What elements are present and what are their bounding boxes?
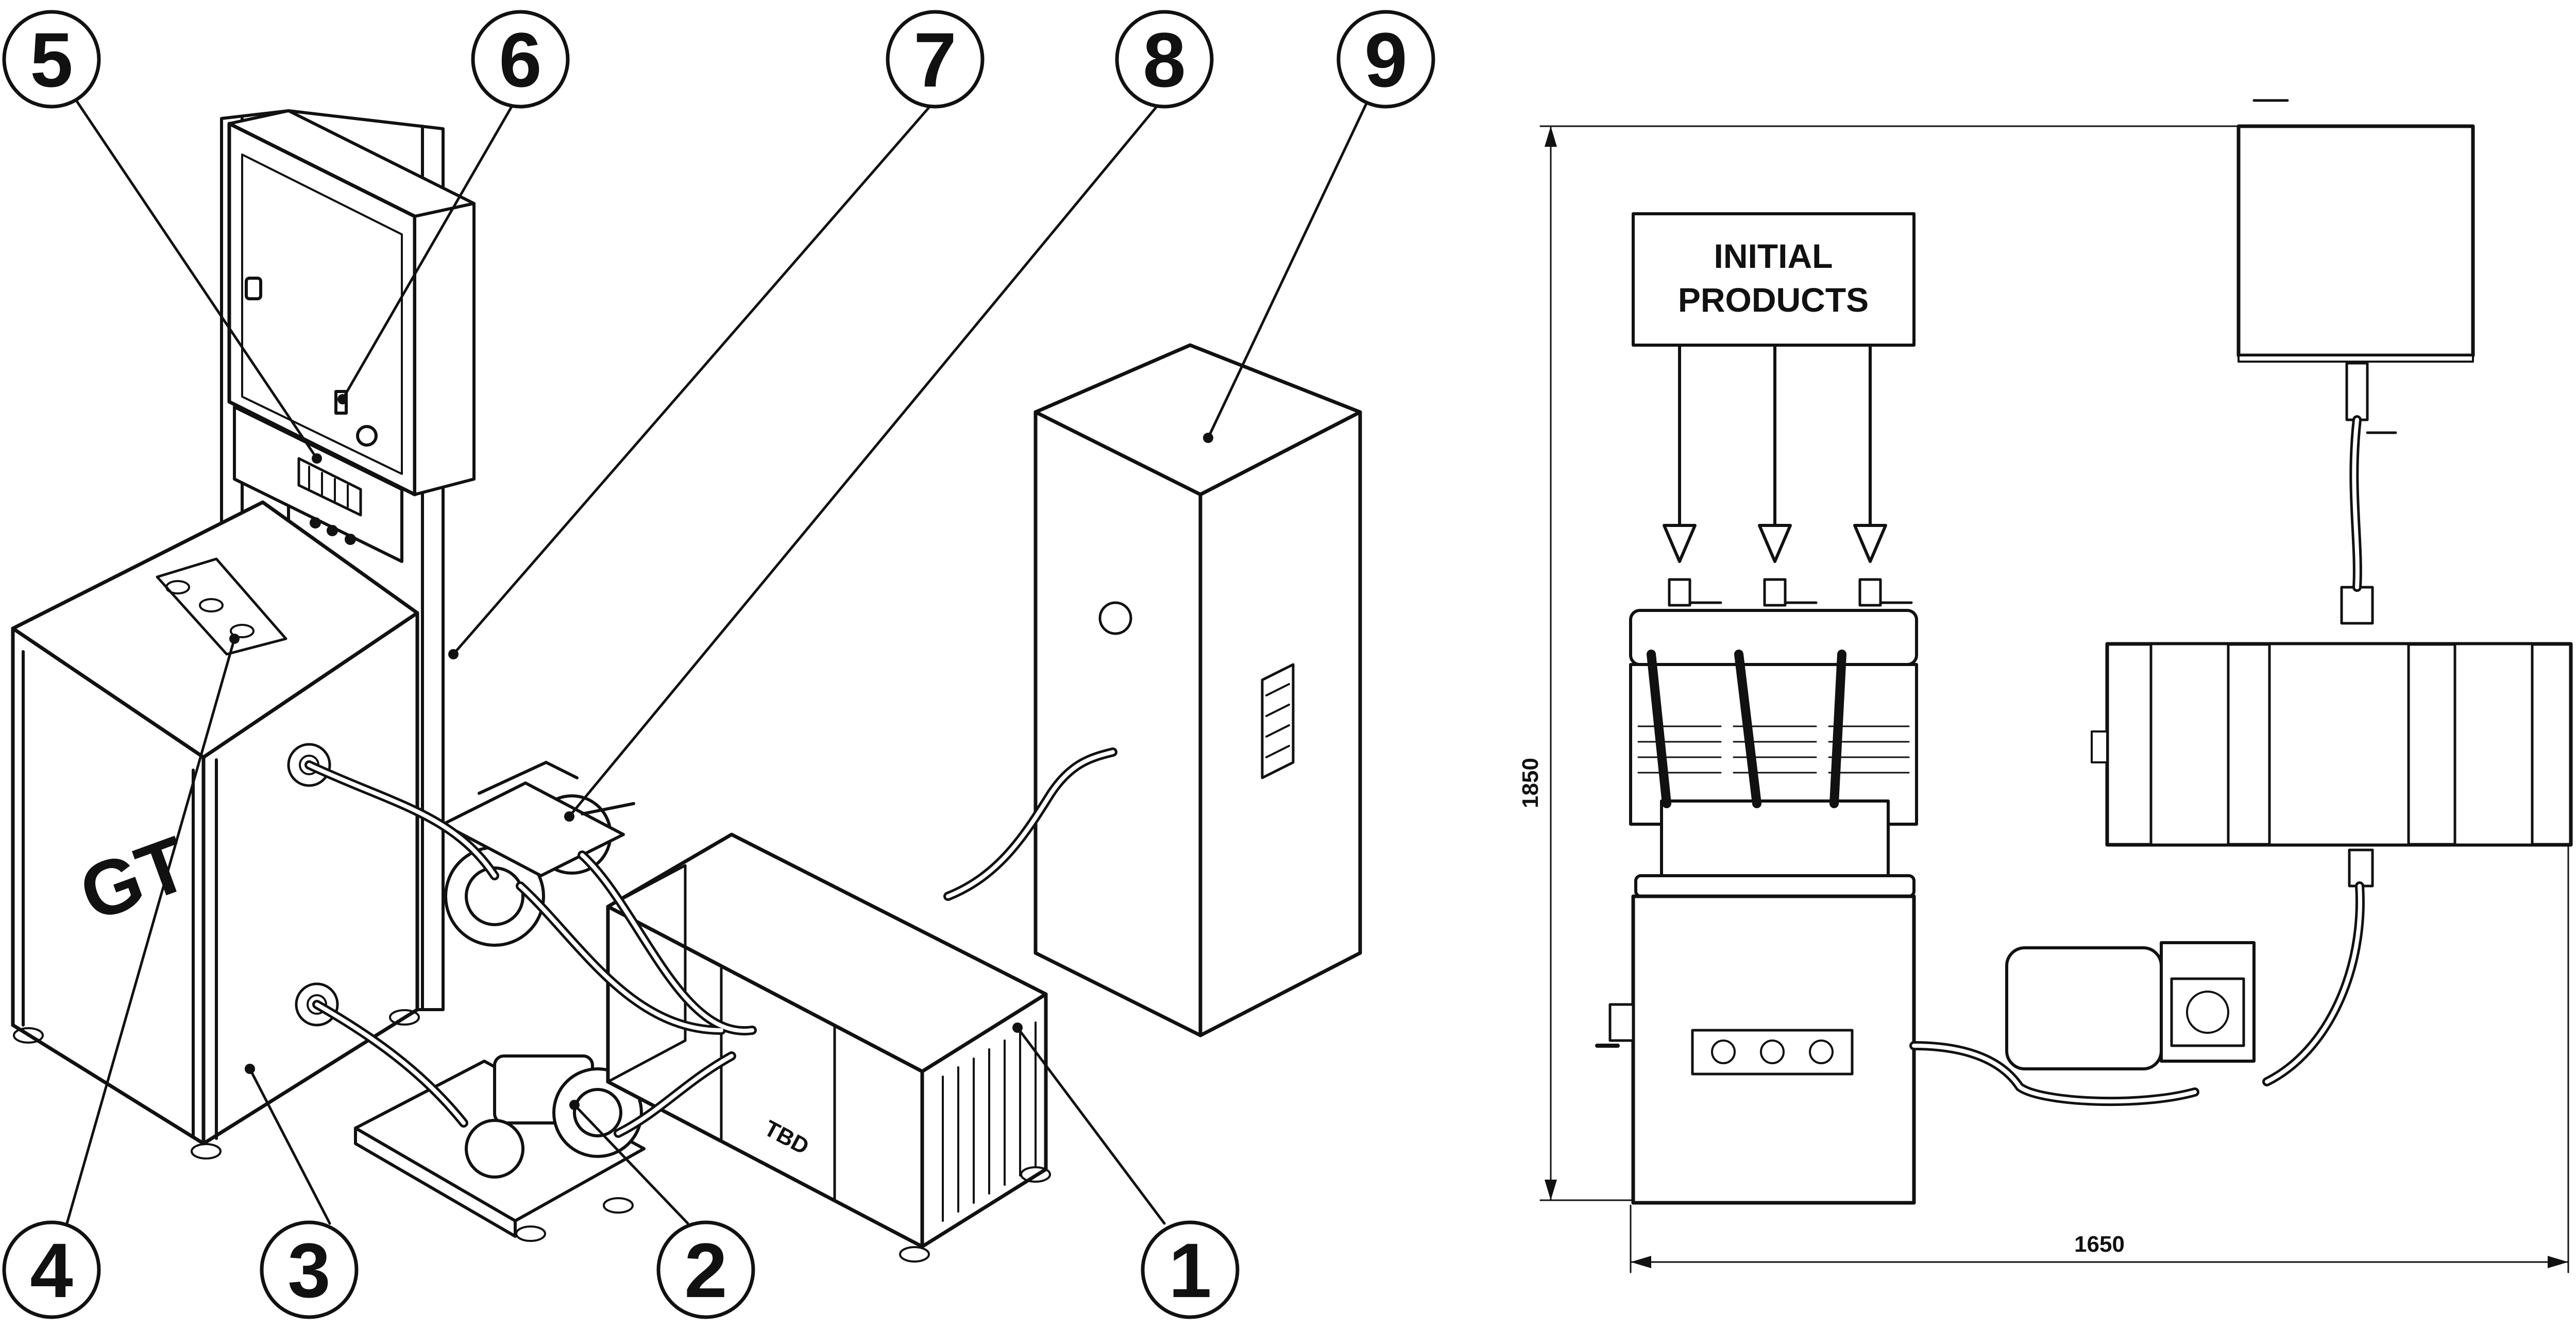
callout-1: 1 (1141, 1220, 1240, 1319)
callout-5: 5 (2, 10, 101, 109)
callout-9: 9 (1336, 10, 1435, 109)
initial-products-label-1: INITIAL (1714, 237, 1833, 275)
svg-text:1: 1 (1168, 1227, 1211, 1314)
callout-7: 7 (886, 10, 985, 109)
plan-hose-highlights (1912, 418, 2362, 1104)
upper-cabinet (2236, 99, 2475, 625)
svg-text:3: 3 (287, 1227, 330, 1314)
dimension-lines (1539, 125, 2569, 1273)
leader-lines (65, 99, 1369, 1225)
mixer-heads (1629, 609, 1918, 898)
callout-2: 2 (656, 1220, 755, 1319)
callout-8: 8 (1115, 10, 1214, 109)
feed-valves (1668, 578, 1913, 607)
svg-text:6: 6 (499, 16, 541, 103)
leader-dots (229, 394, 1213, 1110)
initial-products-label-2: PRODUCTS (1678, 281, 1869, 319)
callout-3: 3 (260, 1220, 359, 1319)
chiller-unit: TBD (606, 832, 1051, 1263)
plan-view: 1850 1650 INITIAL PRODUCTS (1518, 99, 2573, 1273)
svg-text:8: 8 (1143, 16, 1185, 103)
lock-icon (245, 277, 262, 300)
svg-text:5: 5 (30, 16, 73, 103)
height-dimension: 1850 (1518, 758, 1543, 808)
tank-body: GT (11, 500, 420, 1160)
base-tank (1595, 894, 1916, 1205)
input-arrows (1663, 344, 1887, 563)
transfer-pump (354, 1054, 646, 1242)
display-panel (233, 405, 403, 563)
button-icon (356, 425, 378, 447)
callout-6: 6 (471, 10, 570, 109)
storage-cabinet (1033, 343, 1362, 1037)
isometric-view: GT (2, 10, 1435, 1319)
callout-circles: 5 6 7 8 9 4 3 2 1 (2, 10, 1435, 1319)
svg-text:2: 2 (684, 1227, 727, 1314)
width-dimension: 1650 (2074, 1232, 2125, 1257)
svg-text:7: 7 (913, 16, 956, 103)
hose-highlights (307, 750, 1115, 1135)
callout-4: 4 (2, 1220, 101, 1319)
chiller-plan (2091, 642, 2573, 888)
vent-grille (942, 1021, 1037, 1222)
initial-products-box: INITIAL PRODUCTS (1632, 212, 1916, 347)
pump-plan (2005, 941, 2256, 1070)
svg-text:4: 4 (30, 1227, 73, 1314)
svg-text:9: 9 (1364, 16, 1407, 103)
